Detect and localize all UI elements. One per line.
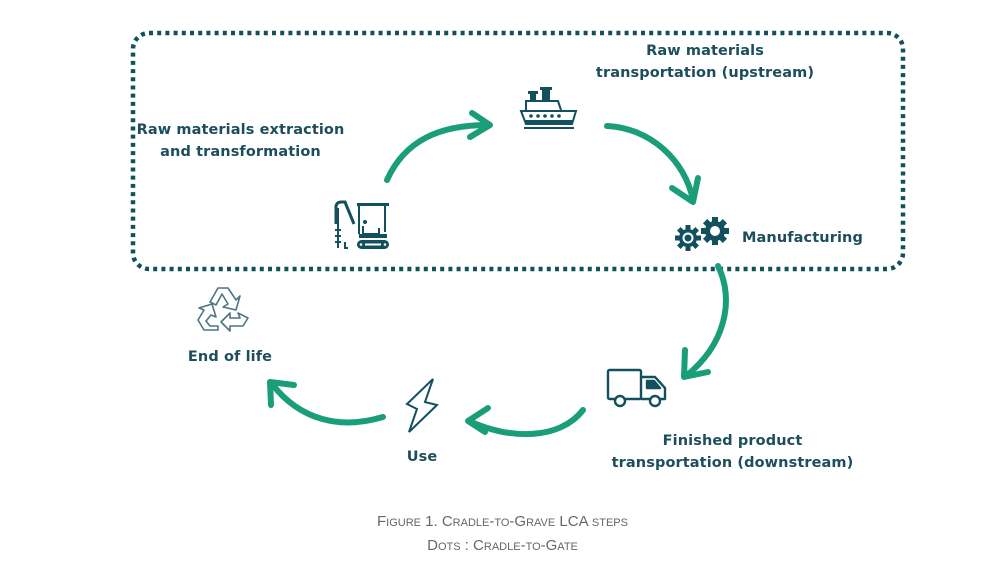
label-use: Use bbox=[392, 446, 452, 468]
figure-caption-title: Figure 1. Cradle-to-Grave LCA steps bbox=[377, 513, 628, 530]
arrow-manufacturing-to-downstream bbox=[681, 263, 729, 380]
excavator-icon bbox=[334, 200, 389, 249]
label-extraction-line2: and transformation bbox=[160, 144, 321, 160]
truck-icon bbox=[606, 368, 667, 408]
label-use-line1: Use bbox=[406, 449, 438, 465]
label-end-of-life: End of life bbox=[175, 346, 285, 368]
figure-caption-legend: Dots : Cradle-to-Gate bbox=[427, 537, 578, 554]
label-end-of-life-line1: End of life bbox=[187, 349, 273, 365]
label-downstream: Finished product transportation (downstr… bbox=[600, 430, 865, 474]
cradle-to-gate-boundary bbox=[130, 30, 906, 272]
arrow-use-to-end-of-life bbox=[267, 379, 386, 426]
ship-icon bbox=[519, 87, 578, 129]
label-downstream-line2: transportation (downstream) bbox=[611, 455, 854, 471]
label-upstream-line1: Raw materials bbox=[646, 43, 764, 59]
label-upstream: Raw materials transportation (upstream) bbox=[590, 40, 820, 84]
arrow-upstream-to-manufacturing bbox=[604, 123, 701, 205]
label-upstream-line2: transportation (upstream) bbox=[595, 65, 815, 81]
label-manufacturing-line1: Manufacturing bbox=[742, 230, 863, 246]
label-manufacturing: Manufacturing bbox=[742, 227, 863, 249]
label-extraction-line1: Raw materials extraction bbox=[136, 122, 345, 138]
lightning-icon bbox=[405, 378, 439, 433]
arrow-extraction-to-upstream bbox=[384, 110, 493, 183]
label-downstream-line1: Finished product bbox=[662, 433, 803, 449]
gears-icon bbox=[675, 217, 729, 251]
label-extraction: Raw materials extraction and transformat… bbox=[133, 119, 348, 163]
recycle-icon bbox=[197, 287, 249, 332]
arrow-downstream-to-use bbox=[465, 405, 586, 438]
